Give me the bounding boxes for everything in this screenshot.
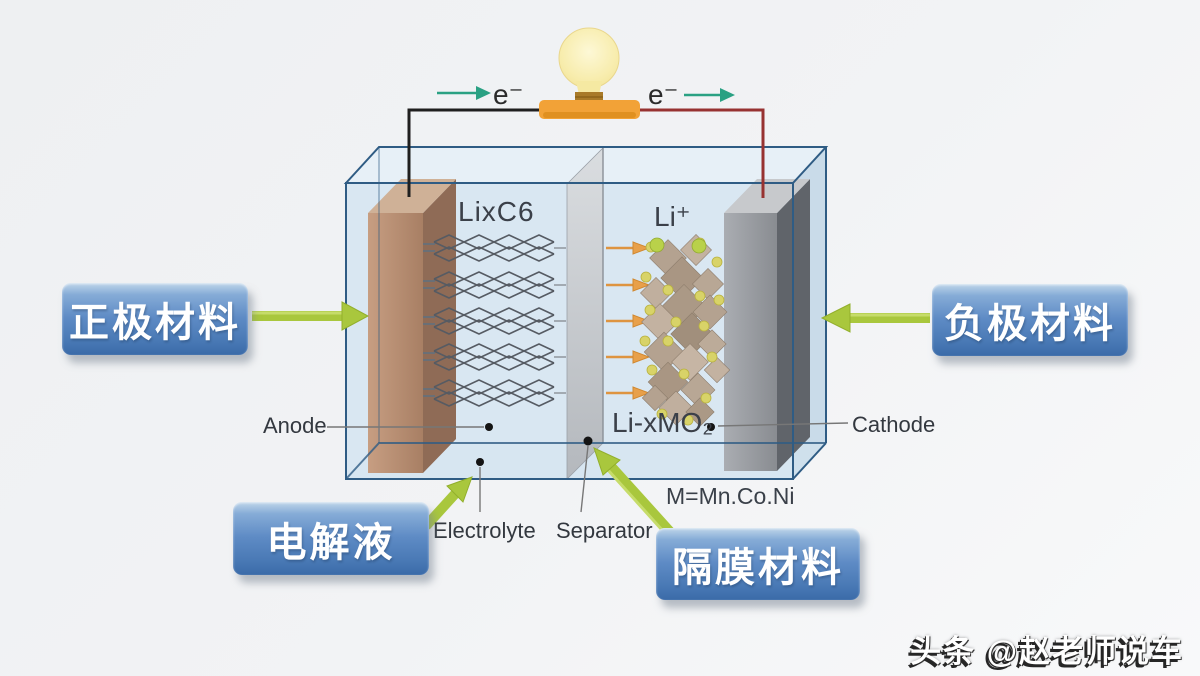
green-arrow-right-callout	[820, 303, 930, 333]
wire-black	[407, 108, 539, 197]
light-bulb-icon	[539, 27, 640, 119]
electron-label-left: e⁻	[493, 79, 523, 110]
watermark-text: 头条 @赵老师说车	[910, 634, 1184, 669]
circuit-wires	[407, 108, 765, 198]
lithium-ion-label: Li⁺	[654, 201, 691, 232]
electron-arrow-right	[684, 88, 735, 102]
wire-red	[640, 108, 765, 198]
green-arrow-electrolyte	[422, 476, 473, 530]
leader-dots	[476, 423, 715, 466]
separator-panel	[566, 147, 604, 480]
cathode-formula-label: Li-xMO₂	[612, 407, 713, 438]
callout-left-material: 正极材料	[62, 283, 248, 355]
lithium-particle-dots	[639, 237, 725, 426]
callout-separator-material: 隔膜材料	[656, 528, 860, 600]
tank-outline	[343, 146, 829, 480]
electrolyte-label: Electrolyte	[433, 518, 536, 543]
cathode-label: Cathode	[852, 412, 935, 437]
electron-label-right: e⁻	[648, 79, 678, 110]
electron-arrow-left	[437, 86, 491, 100]
cathode-electrode	[724, 179, 810, 471]
anode-label: Anode	[263, 413, 327, 438]
callout-right-material: 负极材料	[932, 284, 1128, 356]
anode-formula-label: LixC6	[458, 196, 535, 227]
separator-label: Separator	[556, 518, 653, 543]
green-arrow-left-callout	[252, 301, 370, 331]
anode-electrode	[368, 179, 456, 473]
metal-note-label: M=Mn.Co.Ni	[666, 483, 794, 509]
leader-lines	[327, 422, 849, 513]
callout-electrolyte-material: 电解液	[233, 502, 429, 575]
